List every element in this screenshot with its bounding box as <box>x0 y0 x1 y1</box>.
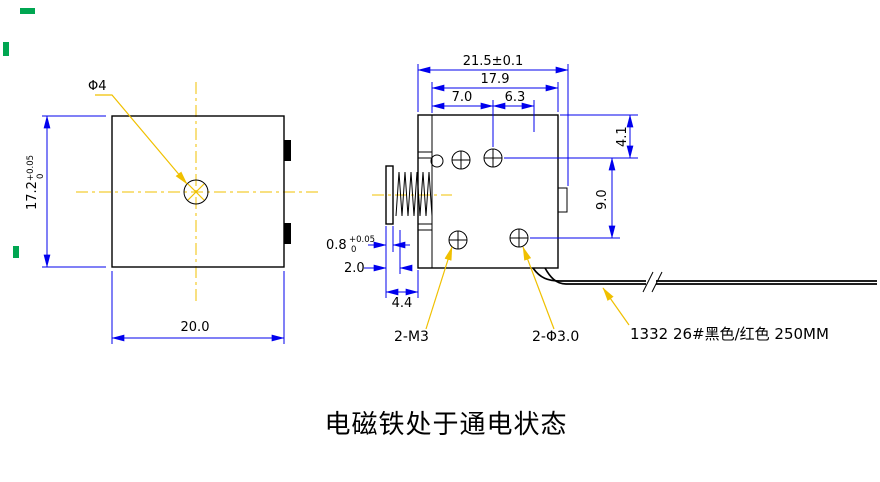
hole-callout-label: 2-Φ3.0 <box>532 329 579 345</box>
tolerance-upper: +0.05 <box>26 155 36 181</box>
wire-upper <box>532 267 877 282</box>
wire-spec-label: 1332 26#黑色/红色 250MM <box>630 325 829 343</box>
overall-width-dimension: 21.5±0.1 <box>417 54 569 186</box>
upper-hole-dimension-right: 6.3 <box>492 90 535 132</box>
wire-break-mark <box>642 271 663 293</box>
cad-marker <box>20 8 35 14</box>
hole-callout: 2-Φ3.0 <box>522 246 579 345</box>
spring-hook <box>430 154 444 168</box>
side-offset-dimension: 4.1 <box>504 114 638 159</box>
screw-cross <box>449 231 467 249</box>
cad-markers <box>3 8 35 258</box>
center-hole <box>183 179 209 205</box>
square-outline <box>111 115 285 268</box>
cad-marker <box>13 246 19 258</box>
tolerance-upper: +0.05 <box>349 235 375 245</box>
tolerance-lower: 0 <box>36 174 46 179</box>
dimension-value: 2.0 <box>344 261 365 276</box>
dimension-value: 17.2 <box>25 181 40 210</box>
body-outline <box>417 114 559 269</box>
dimension-value: 21.5±0.1 <box>463 54 524 69</box>
flange-thickness-dimension: 0.8 +0.05 0 <box>326 226 410 274</box>
right-view: 21.5±0.1 17.9 7.0 6.3 4.1 <box>326 54 877 345</box>
side-offset-dimension-text: 4.1 <box>615 126 630 147</box>
hole-circle <box>183 179 209 205</box>
dimension-value: 6.3 <box>505 90 526 105</box>
screw-cross <box>484 149 502 167</box>
leader-line <box>95 94 188 185</box>
dimension-value: 20.0 <box>181 320 210 335</box>
thread-callout-label: 2-M3 <box>394 329 429 345</box>
dimension-value: 7.0 <box>452 90 473 105</box>
side-spacing-dimension-text: 9.0 <box>595 189 610 210</box>
terminal-tab <box>557 187 568 213</box>
hole-diameter-callout: Φ4 <box>88 79 188 185</box>
height-dimension: 17.2 +0.05 0 <box>25 115 106 268</box>
dimension-value: 9.0 <box>595 189 610 210</box>
spring <box>395 171 433 217</box>
screw-hole <box>448 230 468 250</box>
dimension-value: 4.1 <box>615 126 630 147</box>
wire-break-gap <box>646 274 656 288</box>
screw-cross <box>452 151 470 169</box>
caption: 电磁铁处于通电状态 <box>324 410 567 439</box>
hole-diameter-label: Φ4 <box>88 79 107 94</box>
cad-marker <box>3 42 9 56</box>
leader-line <box>602 287 630 326</box>
width-dimension: 20.0 <box>111 271 285 344</box>
screw-hole <box>509 228 529 248</box>
screw-cross <box>510 229 528 247</box>
mounting-tab <box>284 140 291 161</box>
hole-knurl-mark <box>187 183 205 201</box>
dimension-value: 0.8 <box>326 238 347 253</box>
screw-hole <box>451 150 471 170</box>
travel-dimension: 2.0 <box>344 230 413 276</box>
wire-lower <box>544 267 877 285</box>
side-spacing-dimension: 9.0 <box>530 157 620 239</box>
plunger-flange <box>385 165 394 225</box>
lead-wire <box>532 267 877 293</box>
upper-hole-dimension-left: 7.0 <box>431 90 494 147</box>
leader-line <box>522 246 555 330</box>
dimension-value: 4.4 <box>392 296 413 311</box>
bobbin-flange-lines <box>418 151 432 231</box>
tolerance-lower: 0 <box>351 245 356 255</box>
dimension-value: 17.9 <box>481 72 510 87</box>
height-dimension-text: 17.2 +0.05 0 <box>25 155 46 210</box>
wire-callout: 1332 26#黑色/红色 250MM <box>602 287 829 343</box>
thread-callout: 2-M3 <box>394 246 453 345</box>
leader-line <box>425 246 453 330</box>
screw-hole <box>483 148 503 168</box>
left-view: Φ4 17.2 +0.05 0 20.0 <box>25 79 320 344</box>
protrusion-dimension: 4.4 <box>385 270 419 311</box>
mounting-tab <box>284 223 291 244</box>
